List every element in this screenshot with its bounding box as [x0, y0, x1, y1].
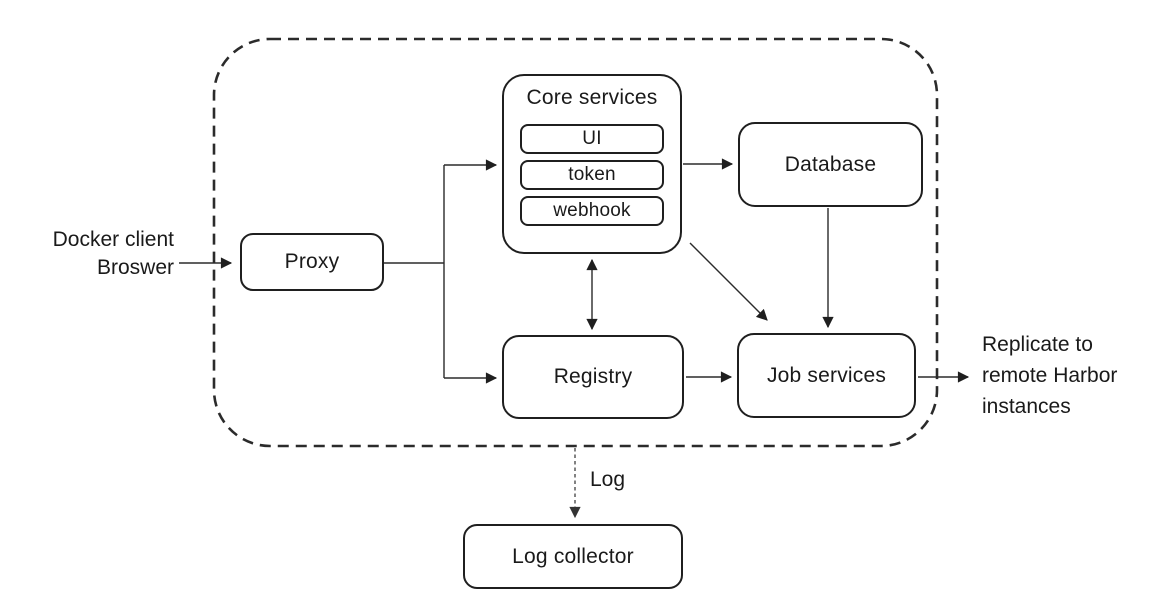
node-core-services: Core services UI token webhook [502, 74, 682, 254]
node-proxy: Proxy [240, 233, 384, 291]
core-services-label: Core services [526, 86, 658, 109]
ui-label: UI [582, 128, 602, 149]
replicate-label-line1: Replicate to [982, 333, 1093, 356]
job-services-label: Job services [766, 363, 887, 387]
node-ui: UI [520, 124, 664, 154]
docker-client-label-line2: Broswer [96, 256, 174, 279]
docker-client-label: Docker client Broswer [18, 226, 174, 282]
node-token: token [520, 160, 664, 190]
node-database: Database [738, 122, 923, 207]
system-boundary [212, 37, 939, 448]
token-label: token [568, 164, 616, 185]
webhook-label: webhook [553, 200, 631, 221]
registry-label: Registry [553, 365, 633, 388]
docker-client-label-line1: Docker client [52, 228, 174, 251]
replicate-label: Replicate to remote Harbor instances [982, 329, 1117, 422]
edge-core-services-to-job-services [689, 242, 768, 321]
replicate-label-line2: remote Harbor [982, 364, 1118, 387]
node-webhook: webhook [520, 196, 664, 226]
log-edge-label: Log [590, 468, 626, 491]
node-registry: Registry [502, 335, 684, 419]
node-job-services: Job services [737, 333, 916, 418]
log-collector-label: Log collector [512, 544, 634, 568]
node-log-collector: Log collector [463, 524, 683, 589]
proxy-label: Proxy [284, 250, 340, 273]
database-label: Database [784, 152, 877, 176]
replicate-label-line3: instances [982, 395, 1071, 418]
